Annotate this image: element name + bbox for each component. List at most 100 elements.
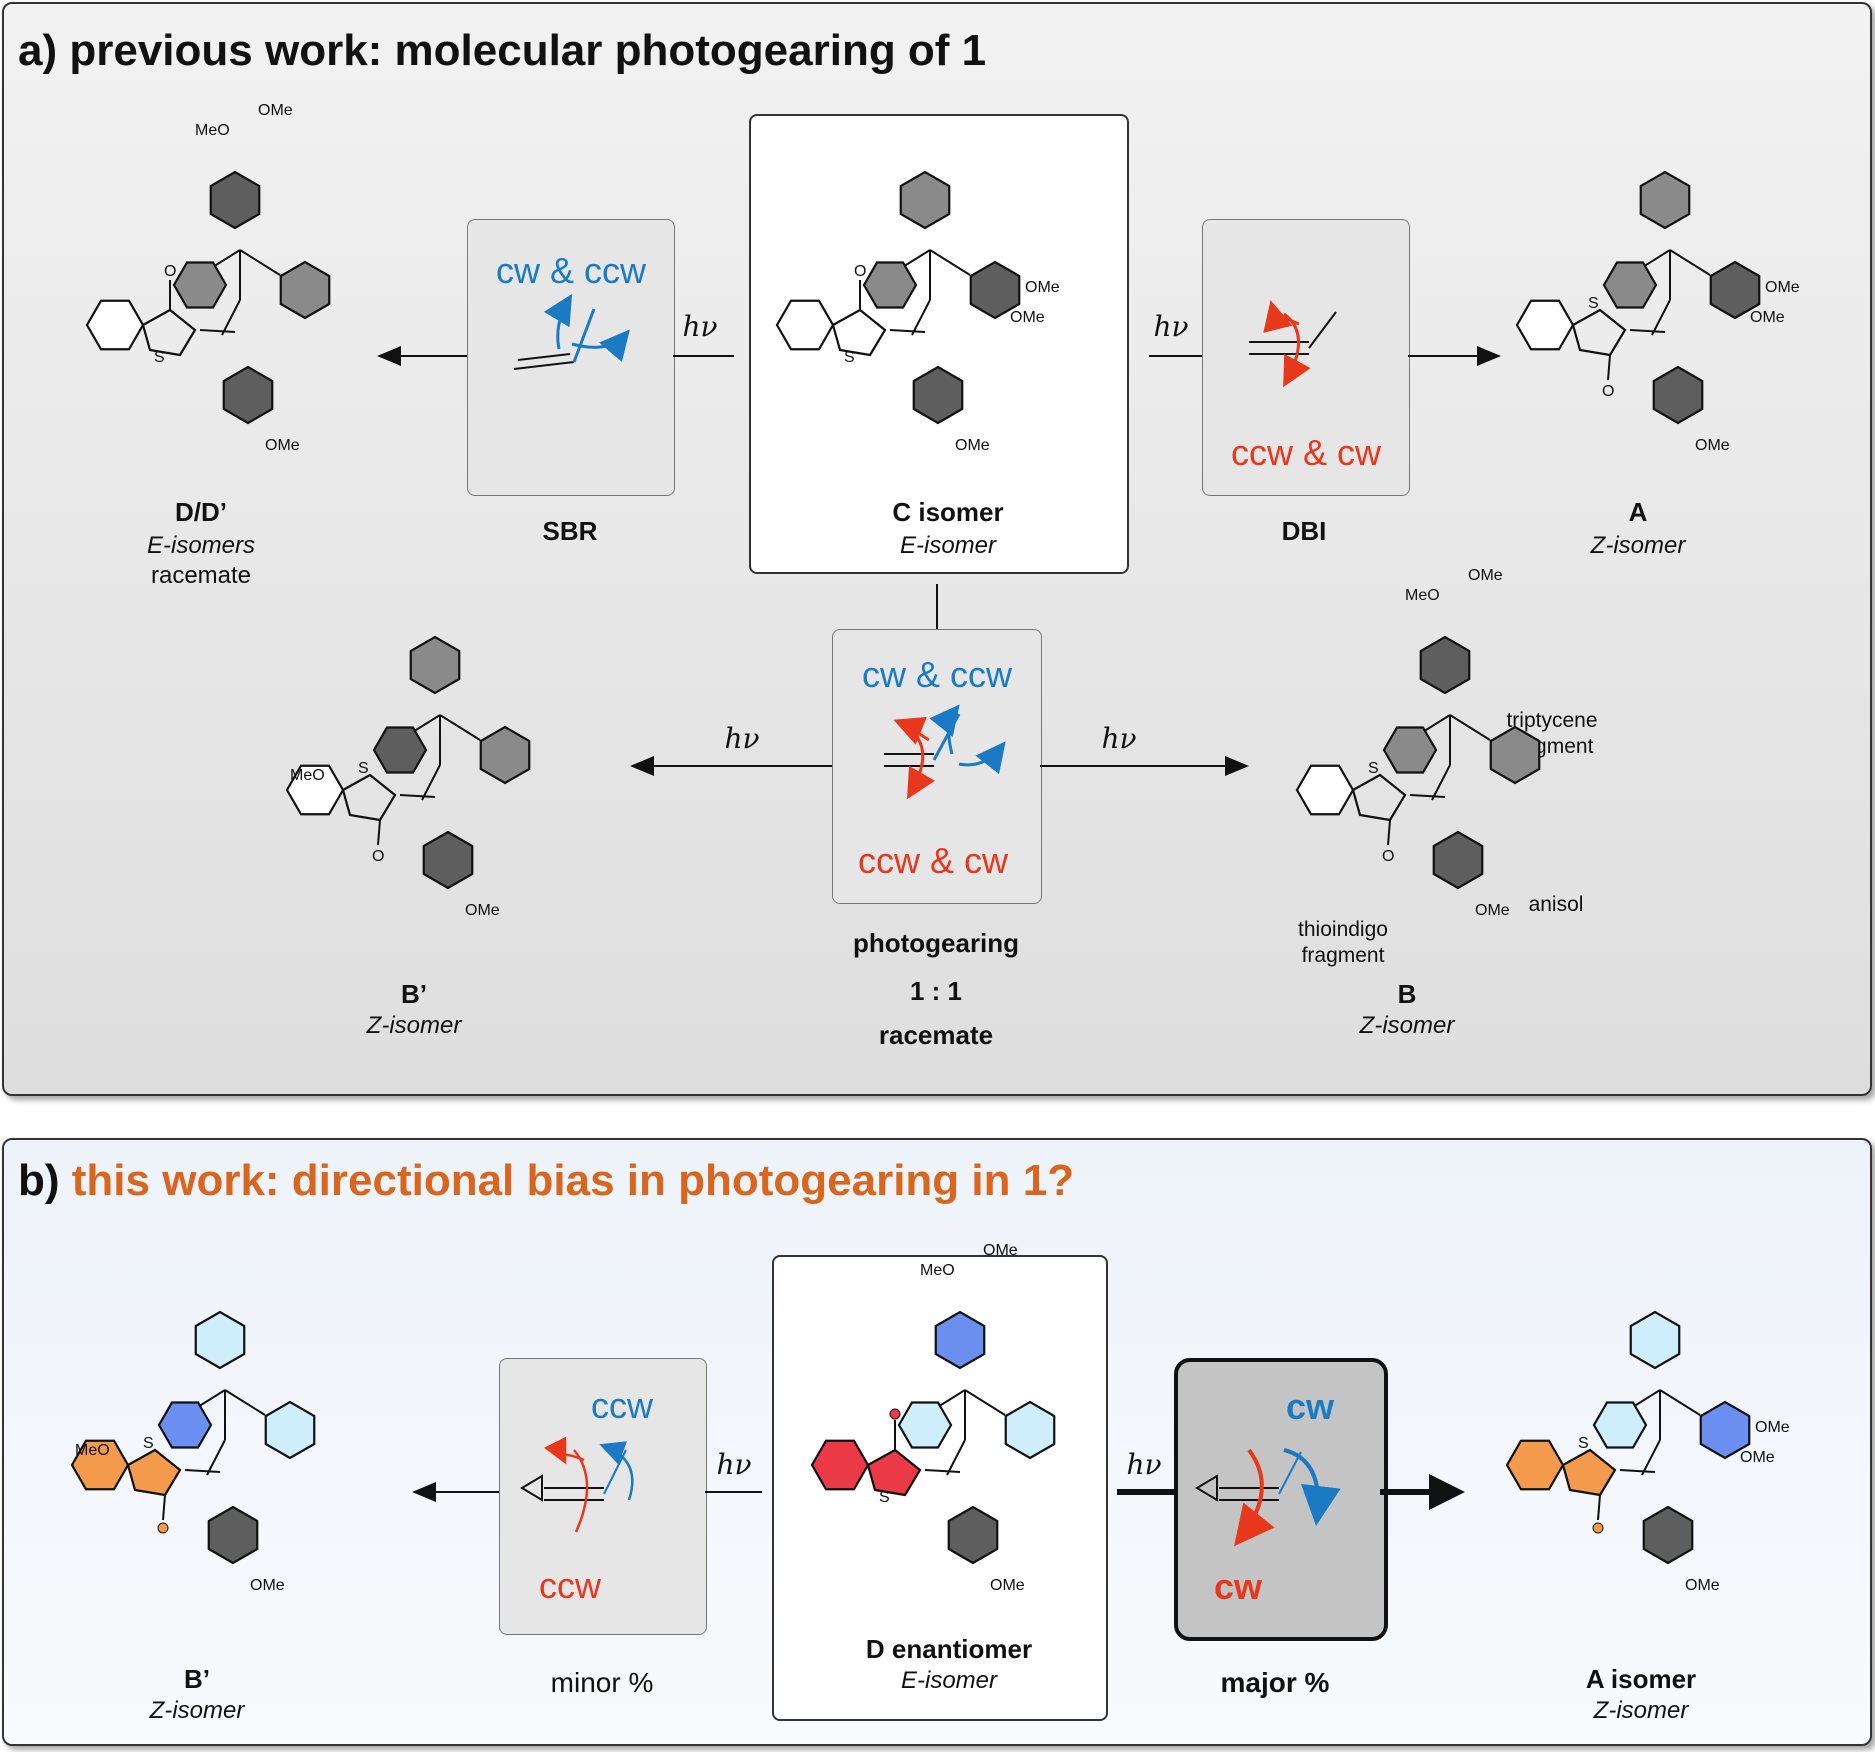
b-sub: Z-isomer bbox=[1359, 1012, 1455, 1039]
b-bprime-sub: Z-isomer bbox=[149, 1697, 245, 1724]
substituent-0: OMe bbox=[1025, 279, 1060, 296]
benzo-ring bbox=[70, 1439, 130, 1491]
triptycene-back-ring bbox=[862, 261, 918, 309]
dbi-icon bbox=[1249, 300, 1337, 388]
o-atom: O bbox=[1602, 383, 1614, 400]
s-atom: S bbox=[879, 1489, 890, 1506]
molecule-b-bprime: OMe S MeO bbox=[70, 1310, 316, 1594]
benzo-ring bbox=[285, 764, 345, 816]
triptycene-right-ring bbox=[279, 260, 331, 320]
ome-anisole: OMe bbox=[1695, 437, 1730, 454]
triptycene-back-ring bbox=[157, 1401, 213, 1449]
dd-line2: racemate bbox=[150, 562, 252, 589]
triptycene-right-ring bbox=[1709, 260, 1761, 320]
triptycene-back-ring bbox=[1592, 1401, 1648, 1449]
photogearing-ratio: 1 : 1 bbox=[909, 976, 963, 1006]
gear-rotation-bottom: ccw & cw bbox=[857, 840, 1009, 881]
bprime-name: B’ bbox=[401, 979, 427, 1009]
triptycene-back-ring bbox=[1602, 261, 1658, 309]
substituent-0: MeO bbox=[290, 767, 325, 784]
s-atom: S bbox=[154, 349, 165, 366]
hv-label-dbi: hν bbox=[1153, 310, 1189, 343]
benzo-ring bbox=[810, 1439, 870, 1491]
ome-anisole: OMe bbox=[250, 1577, 285, 1594]
sbr-icon bbox=[513, 293, 630, 370]
b-a-name: A isomer bbox=[1585, 1664, 1697, 1694]
hv-label-gear-left: hν bbox=[724, 722, 760, 755]
substituent-0: MeO bbox=[195, 122, 230, 139]
triptycene-right-ring bbox=[1489, 725, 1541, 785]
photogearing-outcome: racemate bbox=[878, 1020, 994, 1050]
minor-rotation-bottom: ccw bbox=[539, 1565, 601, 1606]
ome-anisole: OMe bbox=[1475, 902, 1510, 919]
substituent-1: OMe bbox=[258, 102, 293, 119]
photogearing-icon bbox=[884, 704, 1006, 800]
ome-anisole: OMe bbox=[1685, 1577, 1720, 1594]
hv-label-gear-right: hν bbox=[1101, 722, 1137, 755]
b-name: B bbox=[1397, 979, 1417, 1009]
o-atom: O bbox=[164, 263, 176, 280]
anisol-note: anisol bbox=[1528, 893, 1584, 916]
photogearing-label: photogearing bbox=[852, 928, 1020, 958]
thiophene-ring bbox=[341, 773, 397, 822]
dd-name: D/D’ bbox=[175, 497, 227, 527]
benzo-ring bbox=[775, 299, 835, 351]
substituent-1: OMe bbox=[1740, 1449, 1775, 1466]
s-atom: S bbox=[358, 760, 369, 777]
substituent-1: OMe bbox=[983, 1242, 1018, 1259]
minor-box: ccw ccw bbox=[499, 1358, 707, 1635]
triptycene-right-ring bbox=[1699, 1400, 1751, 1460]
benzo-ring bbox=[85, 299, 145, 351]
panel-b-title: b) this work: directional bias in photog… bbox=[18, 1156, 1075, 1205]
ome-anisole: OMe bbox=[990, 1577, 1025, 1594]
panel-a-title: a) previous work: molecular photogearing… bbox=[18, 26, 987, 75]
triptycene-right-ring bbox=[264, 1400, 316, 1460]
substituent-1: OMe bbox=[1010, 309, 1045, 326]
dbi-rotation-label: ccw & cw bbox=[1230, 432, 1382, 473]
ome-anisole: OMe bbox=[265, 437, 300, 454]
major-rotation-bottom: cw bbox=[1213, 1566, 1263, 1607]
o-atom: O bbox=[1382, 848, 1394, 865]
ome-anisole: OMe bbox=[955, 437, 990, 454]
thiophene-ring bbox=[1351, 773, 1407, 822]
major-label: major % bbox=[1220, 1667, 1330, 1698]
hv-label-major: hν bbox=[1126, 1448, 1162, 1481]
gear-rotation-top: cw & ccw bbox=[861, 654, 1013, 695]
triptycene-top-ring bbox=[899, 170, 951, 230]
b-d-sub: E-isomer bbox=[900, 1667, 998, 1694]
thiophene-ring bbox=[1571, 308, 1627, 357]
c-name: C isomer bbox=[892, 497, 1004, 527]
hv-label-sbr: hν bbox=[682, 310, 718, 343]
oxygen-atom bbox=[1592, 1522, 1604, 1534]
substituent-0: MeO bbox=[75, 1442, 110, 1459]
sbr-label: SBR bbox=[542, 516, 598, 546]
triptycene-top-ring bbox=[1419, 635, 1471, 695]
benzo-ring bbox=[1505, 1439, 1565, 1491]
triptycene-top-ring bbox=[1639, 170, 1691, 230]
reaction-arrows bbox=[377, 346, 1501, 776]
panel-b-drawing bbox=[412, 1436, 1465, 1547]
benzo-ring bbox=[1295, 764, 1355, 816]
substituent-0: OMe bbox=[1755, 1419, 1790, 1436]
oxygen-atom bbox=[889, 1408, 901, 1420]
b-bprime-name: B’ bbox=[184, 1664, 210, 1694]
s-atom: S bbox=[143, 1435, 154, 1452]
c-sub: E-isomer bbox=[899, 532, 997, 559]
photogearing-box: cw & ccw ccw & cw bbox=[832, 629, 1042, 904]
thiophene-ring bbox=[141, 308, 197, 357]
triptycene-top-ring bbox=[194, 1310, 246, 1370]
triptycene-right-ring bbox=[479, 725, 531, 785]
panel-a-drawing bbox=[377, 293, 1501, 800]
anisole-ring bbox=[207, 1505, 259, 1565]
a-sub: Z-isomer bbox=[1590, 532, 1686, 559]
triptycene-top-ring bbox=[1629, 1310, 1681, 1370]
a-name: A bbox=[1628, 497, 1648, 527]
